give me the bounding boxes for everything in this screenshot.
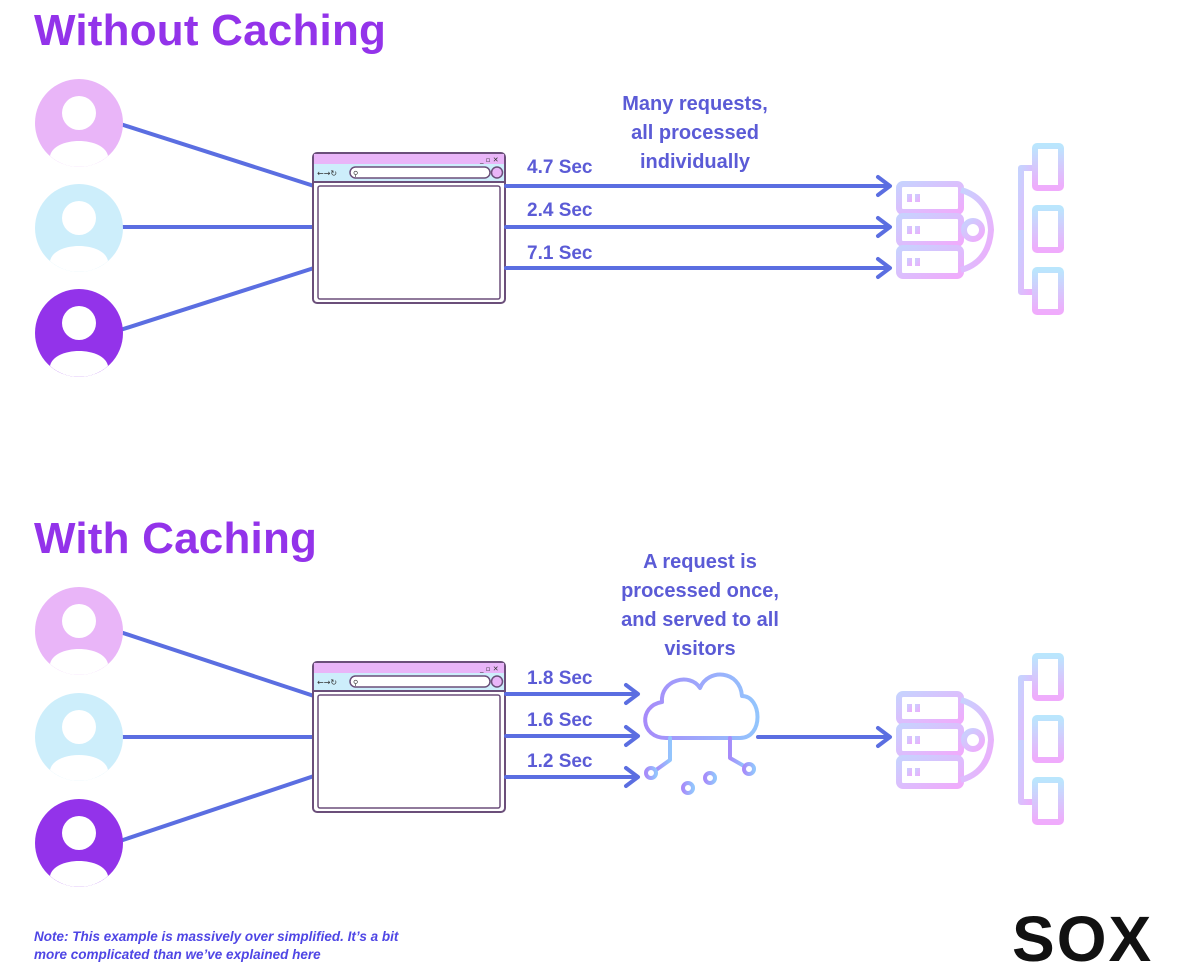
user-avatar-icon (35, 184, 123, 272)
request-arrows-2 (504, 683, 892, 788)
user-avatar-icon (35, 799, 123, 887)
sox-logo: SOX (1012, 903, 1154, 975)
request-arrows-1 (504, 175, 892, 279)
caption-with-caching: A request is processed once, and served … (621, 551, 779, 660)
timing-label: 4.7 Sec (527, 157, 593, 178)
user-to-browser-lines-1 (113, 120, 315, 334)
browser-window-icon (312, 152, 506, 304)
cloud-network-icon (643, 672, 760, 795)
timing-label: 7.1 Sec (527, 243, 593, 264)
timing-label: 1.6 Sec (527, 710, 593, 731)
user-avatar-icon (35, 587, 123, 675)
server-database-icon (899, 656, 1061, 822)
caption-without-caching: Many requests, all processed individuall… (622, 93, 768, 173)
section-title-without-caching: Without Caching (34, 6, 387, 55)
browser-window-icon (312, 661, 506, 813)
user-to-browser-lines-2 (113, 628, 315, 845)
server-database-icon (899, 146, 1061, 312)
user-avatar-icon (35, 79, 123, 167)
footnote: Note: This example is massively over sim… (34, 929, 399, 962)
user-avatar-icon (35, 289, 123, 377)
timing-label: 1.8 Sec (527, 668, 593, 689)
timing-label: 1.2 Sec (527, 751, 593, 772)
section-title-with-caching: With Caching (34, 514, 318, 563)
user-avatar-icon (35, 693, 123, 781)
timing-label: 2.4 Sec (527, 200, 593, 221)
